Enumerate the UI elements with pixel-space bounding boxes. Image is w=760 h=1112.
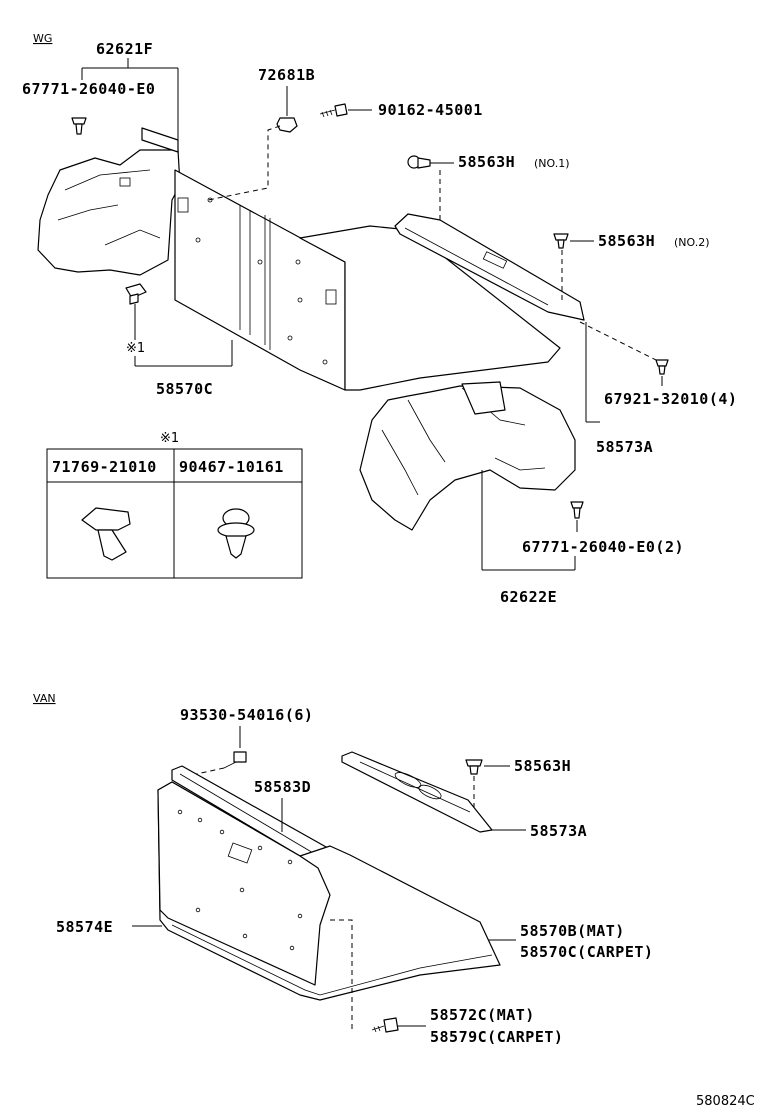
label-58583D: 58583D xyxy=(254,778,311,796)
van-floor-mat-58570B xyxy=(157,781,501,1001)
label-58563H-van: 58563H xyxy=(514,757,571,775)
label-58573A-wg: 58573A xyxy=(596,438,653,456)
ref-table-col-2: 90467-10161 xyxy=(179,458,284,476)
clip-67771-icon xyxy=(71,117,87,135)
label-67921-32010: 67921-32010(4) xyxy=(604,390,737,408)
right-quarter-trim-62622E xyxy=(359,381,576,531)
label-72681B: 72681B xyxy=(258,66,315,84)
clip-67771-26040-E0-2-icon xyxy=(570,501,584,519)
label-62621F: 62621F xyxy=(96,40,153,58)
clip-58563H-no2-icon xyxy=(553,233,569,249)
ref-table-title: ※1 xyxy=(160,431,179,446)
label-58579C-carpet: 58579C(CARPET) xyxy=(430,1028,563,1046)
label-58573A-van: 58573A xyxy=(530,822,587,840)
left-quarter-trim-62621F xyxy=(37,127,181,276)
clip-71769-21010-icon xyxy=(81,507,131,561)
label-67771-26040-E0: 67771-26040-E0 xyxy=(22,80,155,98)
label-58563H-no2: 58563H xyxy=(598,232,655,250)
label-62622E: 62622E xyxy=(500,588,557,606)
rear-scuff-plate-58573A xyxy=(394,213,585,321)
drawing-id: 580824C xyxy=(696,1094,755,1109)
nut-72681B-icon xyxy=(276,117,298,133)
label-58570C-carpet: 58570C(CARPET) xyxy=(520,943,653,961)
label-58572C-mat: 58572C(MAT) xyxy=(430,1006,535,1024)
label-58570B-mat: 58570B(MAT) xyxy=(520,922,625,940)
clip-ref1-icon xyxy=(125,283,147,305)
rear-floor-carpet-58570C xyxy=(174,169,561,391)
label-90162-45001: 90162-45001 xyxy=(378,101,483,119)
ref-mark-1: ※1 xyxy=(126,341,145,356)
label-58563H-no1-note: (NO.1) xyxy=(534,157,570,170)
label-58574E: 58574E xyxy=(56,918,113,936)
screw-93530-54016-icon xyxy=(223,751,247,769)
label-93530-54016: 93530-54016(6) xyxy=(180,706,313,724)
screw-58572C-icon xyxy=(371,1017,399,1033)
clip-58563H-van-icon xyxy=(465,759,483,775)
ref-table xyxy=(46,448,303,579)
trim-clip-hole xyxy=(119,177,131,187)
label-58563H-no2-note: (NO.2) xyxy=(674,236,710,249)
label-58570C: 58570C xyxy=(156,380,213,398)
label-67771-26040-E0-2: 67771-26040-E0(2) xyxy=(522,538,684,556)
clip-90467-10161-icon xyxy=(217,508,255,559)
clip-58563H-no1-icon xyxy=(407,155,431,169)
ref-table-col-1: 71769-21010 xyxy=(52,458,157,476)
section-wg-label: WG xyxy=(33,32,52,45)
label-58563H-no1: 58563H xyxy=(458,153,515,171)
section-van-label: VAN xyxy=(33,692,56,705)
bolt-90162-45001-icon xyxy=(319,103,348,118)
clip-67921-32010-icon xyxy=(655,359,669,375)
